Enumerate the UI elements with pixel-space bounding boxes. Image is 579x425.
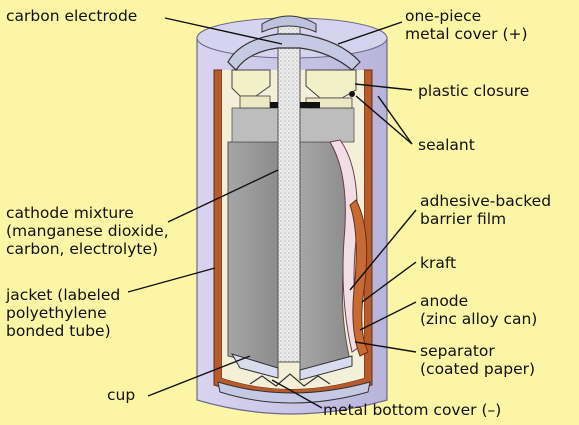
label-carbon-electrode: carbon electrode: [6, 7, 138, 25]
sealant: [270, 91, 355, 108]
label-sealant: sealant: [418, 136, 475, 154]
leader-lines: [127, 17, 417, 409]
label-separator: separator (coated paper): [420, 342, 536, 378]
leader-sealant-2: [377, 95, 413, 145]
carbon-electrode-rod: [277, 18, 301, 363]
label-cathode-mixture: cathode mixture (manganese dioxide, carb…: [6, 204, 169, 258]
label-plastic-closure: plastic closure: [418, 82, 530, 100]
leader-barrier-film: [349, 209, 417, 291]
plastic-closure: [231, 69, 357, 109]
label-jacket: jacket (labeled polyethylene bonded tube…: [6, 286, 121, 340]
leader-jacket: [127, 267, 216, 293]
metal-bottom-cover: [217, 373, 371, 404]
leader-cathode: [167, 169, 279, 223]
label-metal-cover: one-piece metal cover (+): [405, 7, 528, 43]
leader-plastic-closure: [354, 83, 413, 91]
leader-carbon-electrode: [164, 17, 283, 45]
label-kraft: kraft: [420, 254, 457, 272]
leader-cup: [147, 355, 251, 397]
cup: [230, 353, 353, 381]
label-barrier-film: adhesive-backed barrier film: [420, 192, 552, 228]
label-cup: cup: [107, 386, 136, 404]
cathode-mixture: [227, 107, 355, 371]
leader-metal-cover: [337, 21, 403, 45]
leader-bottom-cover: [271, 379, 323, 409]
leader-kraft: [361, 261, 417, 303]
leader-sealant-1: [355, 95, 413, 145]
leader-anode: [359, 301, 417, 331]
metal-top-cover: [227, 15, 361, 71]
leader-separator: [354, 341, 417, 353]
label-anode: anode (zinc alloy can): [420, 292, 538, 328]
label-metal-bottom-cover: metal bottom cover (–): [323, 401, 502, 419]
